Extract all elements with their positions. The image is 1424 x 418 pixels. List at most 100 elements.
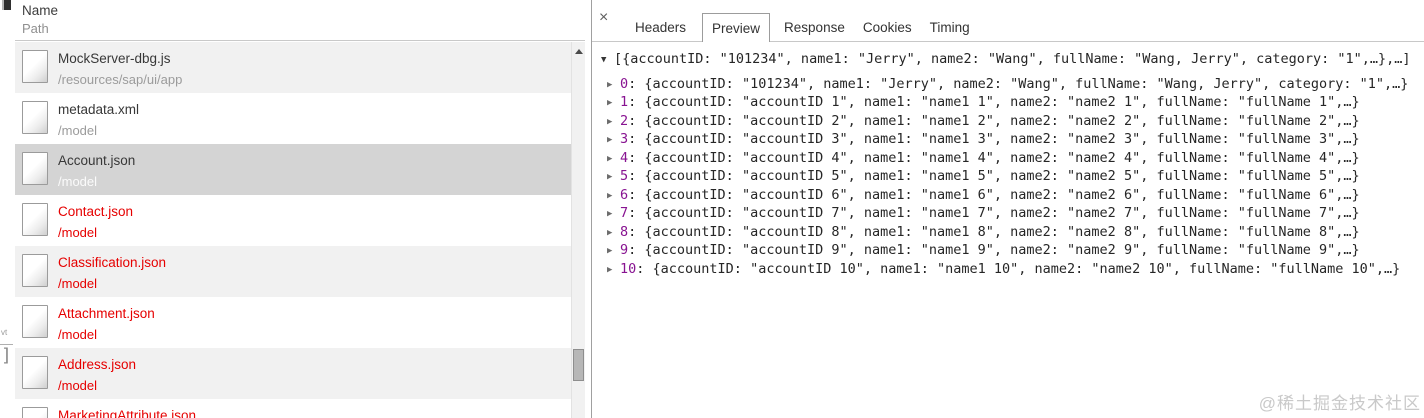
request-rows: MockServer-dbg.js /resources/sap/ui/app … [15,42,571,418]
collapse-arrow-icon[interactable]: ▶ [607,116,613,127]
file-icon [22,152,48,185]
request-name: metadata.xml [58,102,140,117]
json-preview-text: {accountID: "accountID 8", name1: "name1… [644,223,1360,240]
json-preview-text: {accountID: "accountID 5", name1: "name1… [644,168,1360,184]
detail-tabbar: × Headers Preview Response Cookies Timin… [592,0,1424,42]
file-icon [22,305,48,338]
json-index: 7 [620,205,629,221]
json-preview-row[interactable]: ▶5: {accountID: "accountID 5", name1: "n… [601,168,1424,187]
json-preview-text: {accountID: "101234", name1: "Jerry", na… [644,75,1409,92]
request-path: /model [58,327,98,342]
json-index: 3 [620,131,629,147]
request-name: Attachment.json [58,306,155,321]
json-index: 2 [620,112,629,129]
network-request-list: Name Path MockServer-dbg.js /resources/s… [15,0,585,418]
file-icon [22,101,48,134]
request-row[interactable]: MarketingAttribute.json [15,399,571,418]
json-preview-row[interactable]: ▶7: {accountID: "accountID 7", name1: "n… [601,205,1424,224]
collapse-arrow-icon[interactable]: ▶ [607,98,613,108]
json-preview-row[interactable]: ▶10: {accountID: "accountID 10", name1: … [601,261,1424,280]
file-icon [22,407,48,418]
request-list-scrollbar[interactable] [571,42,585,418]
request-path: /resources/sap/ui/app [58,72,183,87]
request-name: MockServer-dbg.js [58,51,171,66]
json-preview-text: {accountID: "accountID 9", name1: "name1… [644,242,1360,258]
preview-rows: ▶0: {accountID: "101234", name1: "Jerry"… [601,76,1424,280]
collapse-arrow-icon[interactable]: ▶ [607,190,613,201]
request-path: /model [58,276,98,291]
page-fragment-line [0,344,13,345]
request-list-header[interactable]: Name Path [15,0,585,41]
column-header-path[interactable]: Path [22,21,49,36]
tab-headers[interactable]: Headers [635,20,687,35]
json-preview-row[interactable]: ▶0: {accountID: "101234", name1: "Jerry"… [601,76,1424,95]
json-preview-row[interactable]: ▶8: {accountID: "accountID 8", name1: "n… [601,224,1424,243]
json-preview-row[interactable]: ▶4: {accountID: "accountID 4", name1: "n… [601,150,1424,169]
collapse-arrow-icon[interactable]: ▶ [607,172,613,182]
close-icon[interactable]: × [599,9,609,26]
json-index: 9 [620,242,629,258]
request-path: /model [58,174,98,189]
request-row[interactable]: Account.json /model [15,144,571,195]
json-index: 4 [620,149,629,166]
json-index: 8 [620,223,629,240]
request-row[interactable]: Contact.json /model [15,195,571,246]
collapse-arrow-icon[interactable]: ▶ [607,79,613,90]
json-index: 1 [620,94,629,110]
json-preview-pane: ▼ [{accountID: "101234", name1: "Jerry", … [592,42,1424,418]
json-preview-row[interactable]: ▶3: {accountID: "accountID 3", name1: "n… [601,131,1424,150]
request-name: Contact.json [58,204,134,219]
request-row[interactable]: Classification.json /model [15,246,571,297]
file-icon [22,356,48,389]
tab-preview[interactable]: Preview [702,13,771,42]
collapse-arrow-icon[interactable]: ▶ [607,209,613,219]
json-preview-row[interactable]: ▶6: {accountID: "accountID 6", name1: "n… [601,187,1424,206]
scrollbar-up-arrow-icon[interactable] [575,49,583,54]
json-root-row[interactable]: ▼ [{accountID: "101234", name1: "Jerry", … [601,51,1424,70]
request-row[interactable]: Attachment.json /model [15,297,571,348]
file-icon [22,50,48,83]
scrollbar-thumb[interactable] [573,349,584,381]
collapse-arrow-icon[interactable]: ▶ [607,227,613,238]
detail-tabs: Headers Preview Response Cookies Timing [626,13,979,42]
column-header-name[interactable]: Name [22,3,59,18]
request-row[interactable]: Address.json /model [15,348,571,399]
collapse-arrow-icon[interactable]: ▶ [607,246,613,256]
json-preview-text: {accountID: "accountID 10", name1: "name… [652,260,1401,277]
request-row[interactable]: MockServer-dbg.js /resources/sap/ui/app [15,42,571,93]
json-preview-text: {accountID: "accountID 4", name1: "name1… [644,149,1360,166]
json-root-text: [{accountID: "101234", name1: "Jerry", n… [614,51,1411,67]
tab-timing[interactable]: Timing [929,20,970,35]
request-name: Address.json [58,357,137,372]
page-fragment-square [2,0,11,10]
request-path: /model [58,225,98,240]
request-name: MarketingAttribute.json [58,408,197,418]
collapse-arrow-icon[interactable]: ▶ [607,135,613,145]
panel-divider[interactable] [591,0,592,418]
file-icon [22,203,48,236]
json-index: 6 [620,186,629,203]
json-index: 10 [620,260,637,277]
json-index: 0 [620,75,629,92]
json-preview-row[interactable]: ▶9: {accountID: "accountID 9", name1: "n… [601,242,1424,261]
file-icon [22,254,48,287]
json-preview-text: {accountID: "accountID 3", name1: "name1… [644,131,1360,147]
request-detail-panel: × Headers Preview Response Cookies Timin… [592,0,1424,418]
json-preview-row[interactable]: ▶1: {accountID: "accountID 1", name1: "n… [601,94,1424,113]
tab-response[interactable]: Response [784,20,845,35]
request-row[interactable]: metadata.xml /model [15,93,571,144]
page-fragment-text: vt [1,328,8,337]
tab-cookies[interactable]: Cookies [862,20,912,35]
json-preview-text: {accountID: "accountID 6", name1: "name1… [644,186,1360,203]
json-preview-text: {accountID: "accountID 2", name1: "name1… [644,112,1360,129]
expand-arrow-icon[interactable]: ▼ [601,55,607,65]
request-path: /model [58,378,98,393]
json-preview-text: {accountID: "accountID 7", name1: "name1… [644,205,1360,221]
json-preview-row[interactable]: ▶2: {accountID: "accountID 2", name1: "n… [601,113,1424,132]
request-path: /model [58,123,98,138]
collapse-arrow-icon[interactable]: ▶ [607,153,613,164]
request-name: Account.json [58,153,136,168]
page-fragment-bracket: ] [1,345,12,366]
collapse-arrow-icon[interactable]: ▶ [607,264,613,275]
